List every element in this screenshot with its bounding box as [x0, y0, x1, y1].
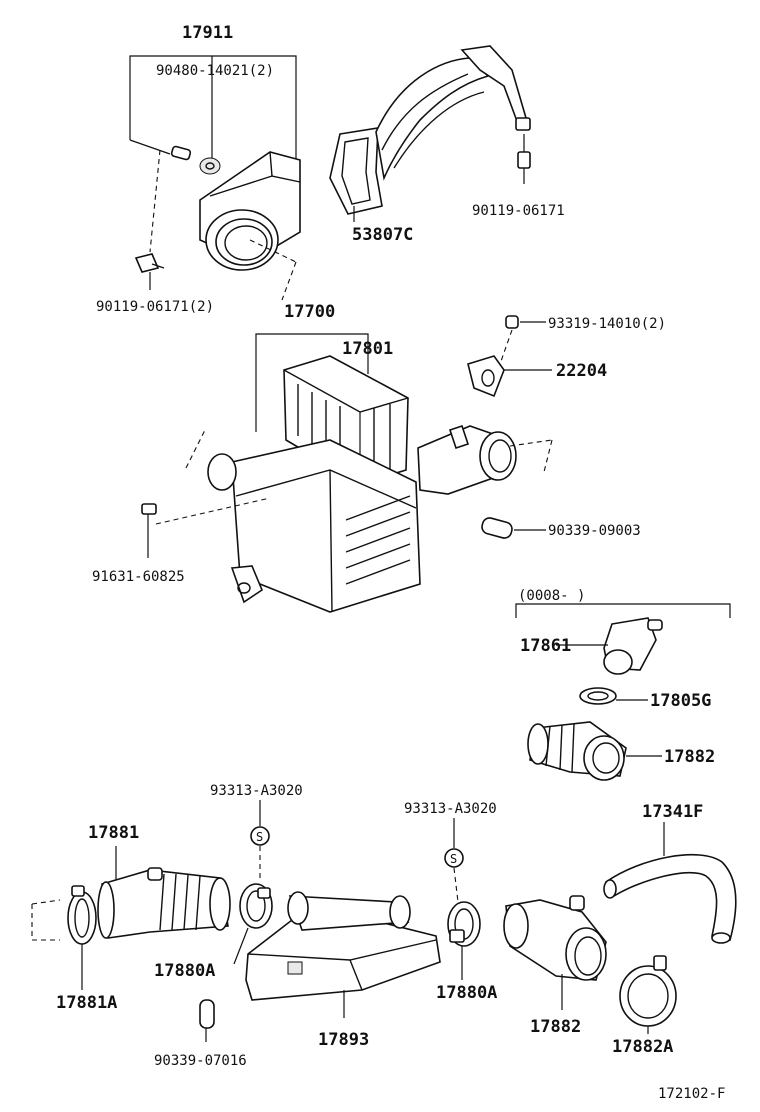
s-marker-right: S	[444, 848, 464, 868]
part-17911-group	[129, 55, 301, 301]
label-90119-06171: 90119-06171	[472, 203, 565, 219]
label-91631-60825: 91631-60825	[92, 569, 185, 585]
part-17882-hose-top	[527, 721, 662, 781]
label-53807c: 53807C	[352, 225, 413, 245]
part-91631-60825-bolt	[141, 503, 157, 558]
svg-text:S: S	[450, 852, 457, 866]
bolt-90119-right-part	[517, 151, 531, 169]
label-17805g: 17805G	[650, 691, 711, 711]
part-22204-sensor	[467, 315, 552, 398]
label-17341f: 17341F	[642, 802, 703, 822]
label-17861: 17861	[520, 636, 571, 656]
part-17880a-clamp-left	[233, 883, 273, 965]
label-93313-a3020-right: 93313-A3020	[404, 801, 497, 817]
label-17881: 17881	[88, 823, 139, 843]
label-17880a-left: 17880A	[154, 961, 215, 981]
label-17893: 17893	[318, 1030, 369, 1050]
part-17861-elbow	[556, 617, 663, 675]
label-90339-09003: 90339-09003	[548, 523, 641, 539]
part-17881-hose	[97, 867, 231, 939]
label-17882a: 17882A	[612, 1037, 673, 1057]
air-duct-adapter-part	[199, 151, 301, 271]
label-93319-14010: 93319-14010(2)	[548, 316, 666, 332]
part-17882a-clamp	[619, 955, 677, 1034]
part-17700-air-cleaner-case	[155, 424, 553, 613]
label-17880a-right: 17880A	[436, 983, 497, 1003]
part-90339-07016-plug	[199, 999, 215, 1042]
label-90339-07016: 90339-07016	[154, 1053, 247, 1069]
label-17881a: 17881A	[56, 993, 117, 1013]
part-17893-resonator	[245, 891, 441, 1018]
label-date-range: (0008- )	[518, 588, 585, 604]
svg-text:S: S	[256, 830, 263, 844]
grommet-part	[199, 157, 221, 175]
part-17881a-clamp	[31, 885, 97, 990]
label-17882-top: 17882	[664, 747, 715, 767]
label-17801: 17801	[342, 339, 393, 359]
part-17882-hose-bottom	[503, 895, 607, 1010]
label-22204: 22204	[556, 361, 607, 381]
bolt-90119-left-part	[134, 253, 165, 290]
label-17700: 17700	[284, 302, 335, 322]
label-93313-a3020-left: 93313-A3020	[210, 783, 303, 799]
label-17882-bottom: 17882	[530, 1017, 581, 1037]
s-marker-left: S	[250, 826, 270, 846]
part-17341f-hose	[603, 853, 737, 944]
part-90339-09003-plug	[481, 517, 546, 539]
diagram-id: 172102-F	[658, 1086, 725, 1102]
label-90480-14021: 90480-14021(2)	[156, 63, 274, 79]
part-17880a-clamp-right	[447, 901, 481, 980]
label-90119-06171-2: 90119-06171(2)	[96, 299, 214, 315]
label-17911: 17911	[182, 23, 233, 43]
part-53807c-duct	[329, 45, 531, 222]
bolt-part	[170, 145, 192, 161]
part-17805g-clamp	[579, 687, 648, 705]
